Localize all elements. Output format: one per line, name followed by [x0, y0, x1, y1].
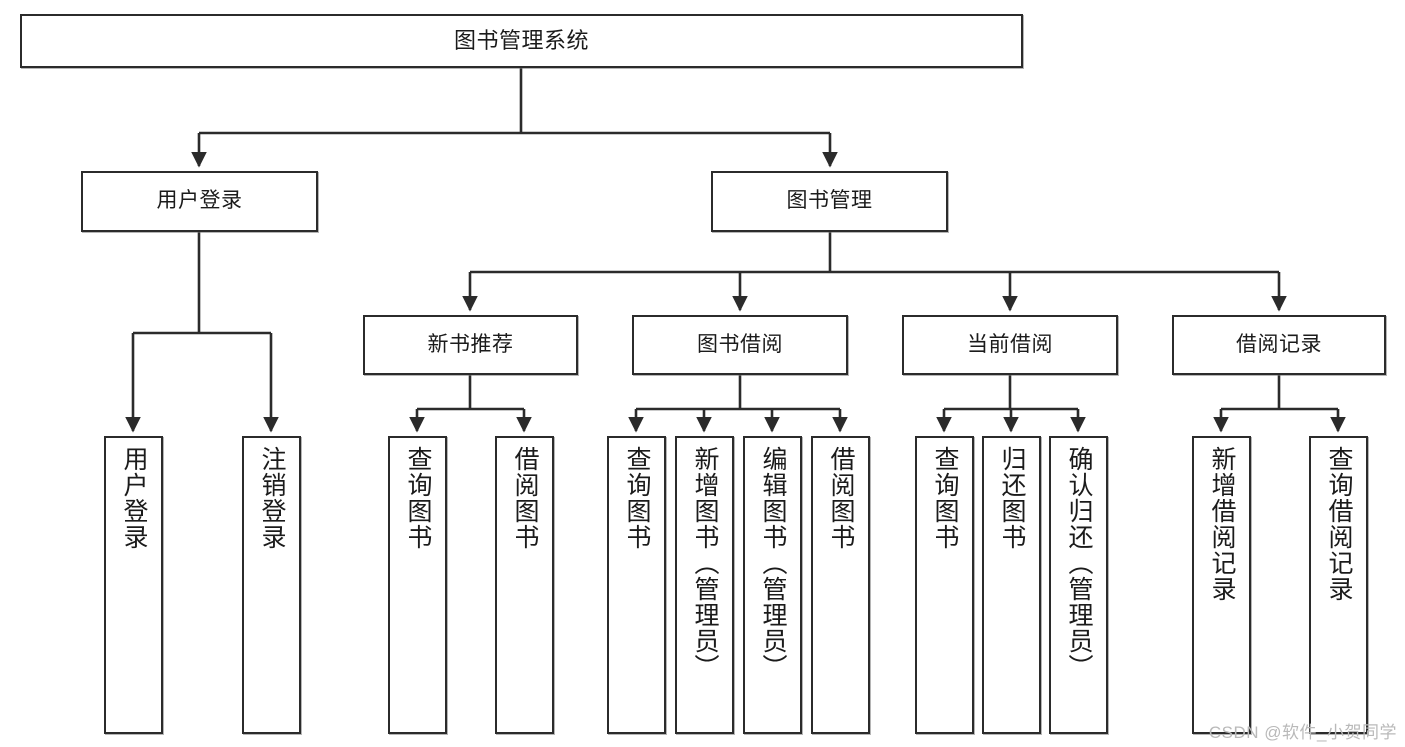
node-label: 新书推荐 [427, 332, 514, 356]
leaf-current-borrow-query-book[interactable]: 查询图书 [915, 436, 974, 734]
leaf-records-add-record[interactable]: 新增借阅记录 [1192, 436, 1251, 734]
node-book-borrowing[interactable]: 图书借阅 [632, 315, 848, 375]
node-root-book-management-system[interactable]: 图书管理系统 [20, 14, 1023, 68]
node-label: 当前借阅 [967, 332, 1053, 356]
node-label: 查询图书 [404, 446, 432, 550]
leaf-current-borrow-return-book[interactable]: 归还图书 [982, 436, 1041, 734]
node-label: 查询图书 [931, 446, 959, 550]
leaf-user-login-login[interactable]: 用户登录 [104, 436, 163, 734]
csdn-watermark: CSDN @软件_小贺同学 [1208, 723, 1397, 742]
leaf-new-books-query-book[interactable]: 查询图书 [388, 436, 447, 734]
node-current-borrowing[interactable]: 当前借阅 [902, 315, 1118, 375]
node-book-management[interactable]: 图书管理 [711, 171, 948, 232]
node-label: 用户登录 [156, 189, 243, 213]
leaf-book-borrow-query-book[interactable]: 查询图书 [607, 436, 666, 734]
node-label: 归还图书 [998, 446, 1026, 550]
node-label: 借阅图书 [511, 446, 539, 550]
node-label: 图书管理系统 [453, 28, 589, 54]
leaf-book-borrow-borrow-book[interactable]: 借阅图书 [811, 436, 870, 734]
leaf-current-borrow-confirm-return-admin[interactable]: 确认归还（管理员） [1049, 436, 1108, 734]
leaf-book-borrow-add-book-admin[interactable]: 新增图书（管理员） [675, 436, 734, 734]
leaf-new-books-borrow-book[interactable]: 借阅图书 [495, 436, 554, 734]
node-label: 注销登录 [258, 446, 286, 550]
node-label: 图书管理 [786, 189, 873, 213]
node-label: 查询图书 [623, 446, 651, 550]
node-label: 图书借阅 [697, 332, 783, 356]
node-label: 用户登录 [120, 446, 148, 550]
leaf-user-login-logout[interactable]: 注销登录 [242, 436, 301, 734]
leaf-book-borrow-edit-book-admin[interactable]: 编辑图书（管理员） [743, 436, 802, 734]
node-label: 借阅记录 [1236, 332, 1322, 356]
node-label: 确认归还（管理员） [1065, 446, 1093, 680]
node-user-login[interactable]: 用户登录 [81, 171, 318, 232]
node-borrowing-records[interactable]: 借阅记录 [1172, 315, 1386, 375]
node-label: 新增借阅记录 [1208, 446, 1236, 602]
node-label: 新增图书（管理员） [691, 446, 719, 680]
node-label: 借阅图书 [827, 446, 855, 550]
node-label: 编辑图书（管理员） [759, 446, 787, 680]
node-new-book-recommendation[interactable]: 新书推荐 [363, 315, 578, 375]
node-label: 查询借阅记录 [1325, 446, 1353, 602]
leaf-records-query-record[interactable]: 查询借阅记录 [1309, 436, 1368, 734]
